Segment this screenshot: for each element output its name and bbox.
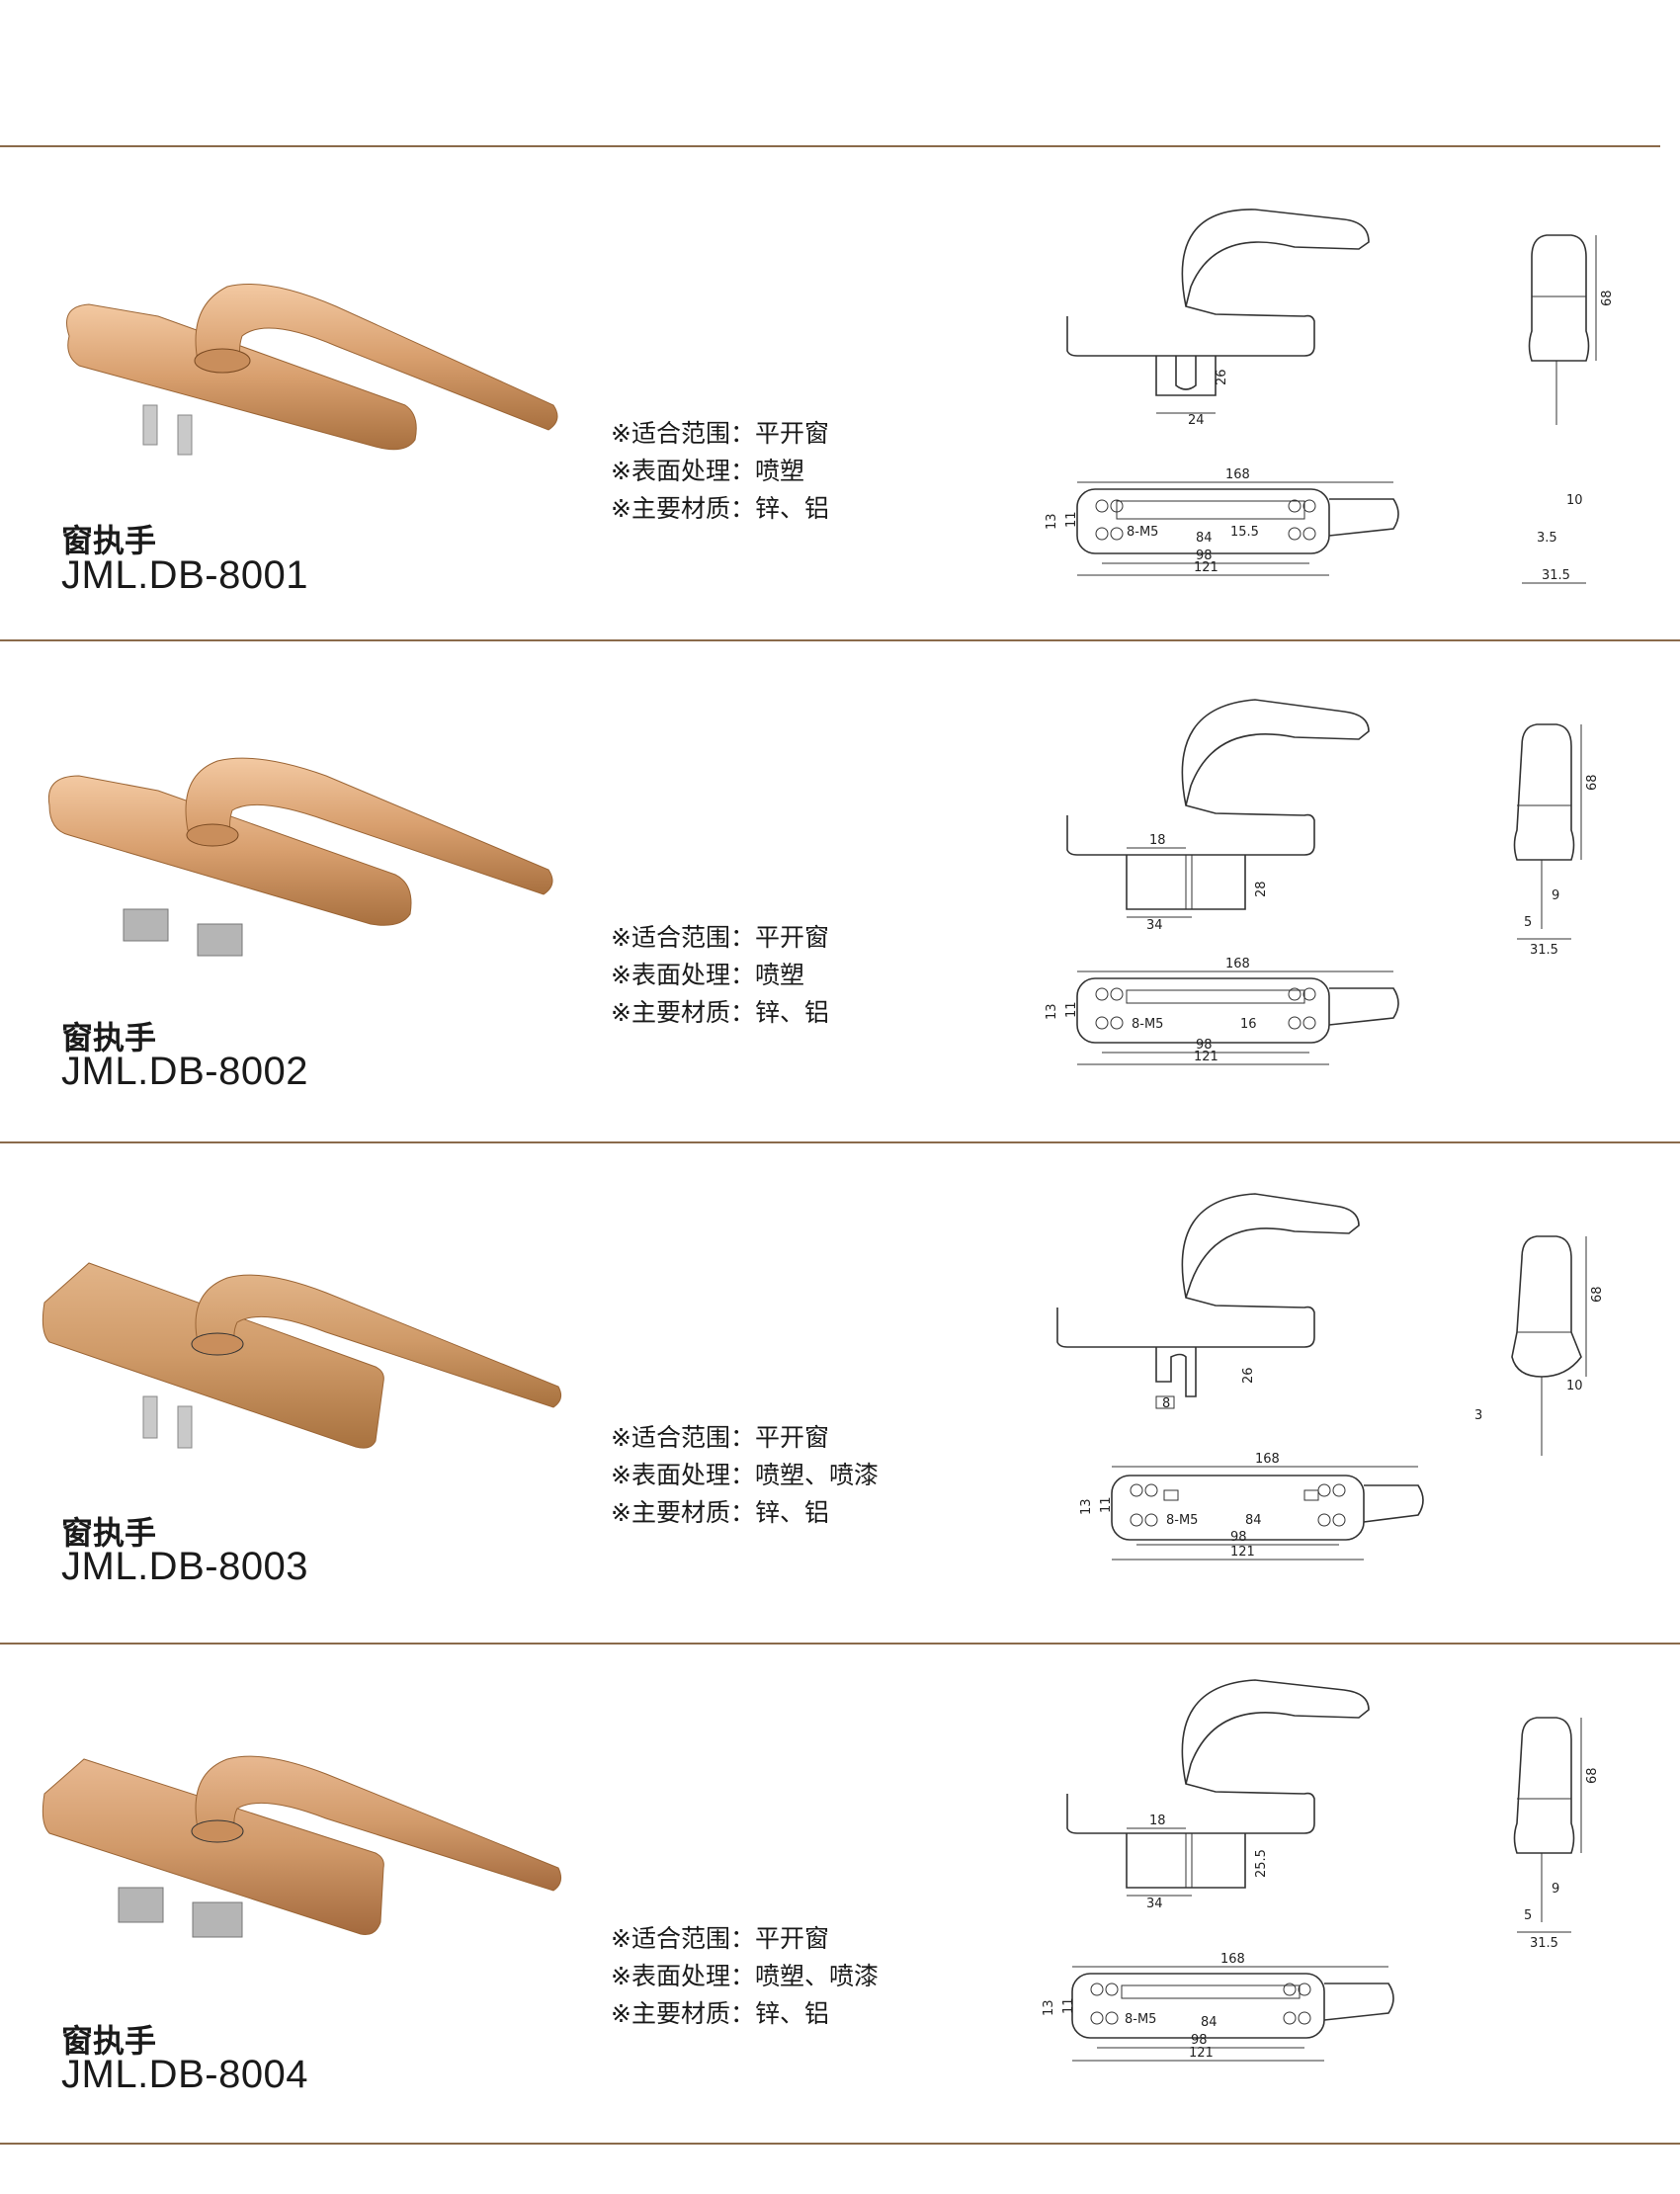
product-section: 窗执手 JML.DB-8002 ※适合范围：平开窗 ※表面处理：喷塑 ※主要材质… [0,642,1680,1137]
spec-material: ※主要材质：锌、铝 [611,1999,829,2028]
dim-h2: 11 [1064,511,1079,528]
dim-overall: 168 [1225,957,1250,971]
divider-line [0,2143,1680,2145]
spec-list: ※适合范围：平开窗 ※表面处理：喷塑、喷漆 ※主要材质：锌、铝 [611,1419,879,1532]
dim-stem: 10 [1566,493,1583,508]
spec-range: ※适合范围：平开窗 [611,1924,829,1953]
dim-pin: 3 [1474,1408,1482,1423]
dim-hole-span: 98 [1196,548,1213,563]
dim-stem: 10 [1566,1379,1583,1393]
dim-screws: 8-M5 [1132,1017,1163,1032]
technical-drawing: 18 34 28 168 8-M5 16 98 121 13 11 68 9 5… [1045,699,1600,1065]
dim-spindle-h: 26 [1241,1367,1256,1384]
dim-base-len: 121 [1230,1545,1255,1560]
product-section: 窗执手 JML.DB-8004 ※适合范围：平开窗 ※表面处理：喷塑、喷漆 ※主… [0,1646,1680,2140]
dim-height: 68 [1590,1286,1605,1303]
dim-stem: 9 [1552,1882,1559,1897]
dim-inner: 84 [1196,531,1213,546]
product-model: JML.DB-8002 [61,1050,309,1093]
product-photo [66,284,558,456]
dim-h2: 11 [1061,1997,1076,2014]
dim-overall: 168 [1225,467,1250,482]
product-photo [42,1755,562,1938]
product-model: JML.DB-8004 [61,2053,309,2096]
technical-drawing: 18 34 25.5 168 8-M5 84 98 121 13 11 68 9… [1042,1679,1600,2062]
product-name: 窗执手 [61,1020,157,1055]
divider-line [0,145,1660,147]
dim-slot: 16 [1240,1017,1257,1032]
spec-range: ※适合范围：平开窗 [611,1423,829,1452]
spec-list: ※适合范围：平开窗 ※表面处理：喷塑 ※主要材质：锌、铝 [611,415,829,528]
dim-hole-span: 98 [1196,1038,1213,1053]
dim-h2: 11 [1064,1001,1079,1018]
spec-range: ※适合范围：平开窗 [611,419,829,448]
spec-surface: ※表面处理：喷塑 [611,961,804,989]
product-model: JML.DB-8001 [61,553,309,597]
product-model: JML.DB-8003 [61,1545,309,1588]
dim-spindle-w: 34 [1146,918,1163,933]
product-section: 窗执手 JML.DB-8003 ※适合范围：平开窗 ※表面处理：喷塑、喷漆 ※主… [0,1144,1680,1639]
spec-surface: ※表面处理：喷塑、喷漆 [611,1962,879,1990]
spec-material: ※主要材质：锌、铝 [611,1498,829,1527]
dim-spindle-top: 18 [1149,1814,1166,1828]
dim-base-len: 121 [1194,560,1218,575]
dim-pin: 5 [1524,1908,1532,1923]
dim-screws: 8-M5 [1166,1513,1198,1528]
product-photo [42,1262,562,1449]
dim-spindle-h: 28 [1254,881,1269,897]
divider-line [0,1643,1680,1645]
dim-depth: 31.5 [1542,568,1570,583]
dim-stem: 9 [1552,888,1559,903]
dim-pin: 5 [1524,915,1532,930]
divider-line [0,1141,1680,1143]
dim-h2: 11 [1099,1496,1114,1513]
spec-surface: ※表面处理：喷塑 [611,457,804,485]
spec-list: ※适合范围：平开窗 ※表面处理：喷塑、喷漆 ※主要材质：锌、铝 [611,1920,879,2033]
dim-spindle-w: 34 [1146,1897,1163,1911]
product-photo [47,757,553,957]
product-name: 窗执手 [61,2023,157,2059]
spec-material: ※主要材质：锌、铝 [611,998,829,1027]
dim-screws: 8-M5 [1127,525,1158,540]
technical-drawing: 8 26 168 8-M5 84 98 121 13 11 68 10 3 [1056,1193,1605,1561]
dim-height: 68 [1600,290,1615,306]
dim-spindle-h: 25.5 [1254,1849,1269,1878]
dim-h1: 13 [1042,1999,1056,2016]
product-name: 窗执手 [61,523,157,558]
dim-spindle-w: 24 [1188,413,1205,428]
technical-drawing: 24 26 168 8-M5 84 15.5 98 121 13 11 68 1… [1045,209,1615,584]
product-name: 窗执手 [61,1515,157,1551]
spec-list: ※适合范围：平开窗 ※表面处理：喷塑 ※主要材质：锌、铝 [611,919,829,1032]
dim-hole-span: 98 [1191,2033,1208,2048]
dim-pin: 3.5 [1537,531,1557,546]
product-section: 窗执手 JML.DB-8001 ※适合范围：平开窗 ※表面处理：喷塑 ※主要材质… [0,148,1680,642]
dim-base-len: 121 [1189,2046,1214,2061]
dim-base-len: 121 [1194,1050,1218,1064]
dim-height: 68 [1585,1767,1600,1784]
dim-hole-span: 98 [1230,1530,1247,1545]
dim-overall: 168 [1255,1452,1280,1467]
dim-spindle-top: 18 [1149,833,1166,848]
dim-inner: 84 [1245,1513,1262,1528]
spec-surface: ※表面处理：喷塑、喷漆 [611,1461,879,1489]
dim-h1: 13 [1045,1003,1059,1020]
dim-inner: 84 [1201,2015,1218,2030]
dim-overall: 168 [1220,1952,1245,1967]
spec-material: ※主要材质：锌、铝 [611,494,829,523]
dim-h1: 13 [1079,1498,1094,1515]
dim-h1: 13 [1045,513,1059,530]
dim-screws: 8-M5 [1125,2012,1156,2027]
dim-spindle-w: 8 [1162,1396,1170,1411]
dim-depth: 31.5 [1530,943,1558,958]
dim-height: 68 [1585,774,1600,791]
dim-spindle-h: 26 [1215,369,1229,385]
dim-depth: 31.5 [1530,1936,1558,1951]
dim-slot: 15.5 [1230,525,1259,540]
spec-range: ※适合范围：平开窗 [611,923,829,952]
divider-line [0,639,1680,641]
